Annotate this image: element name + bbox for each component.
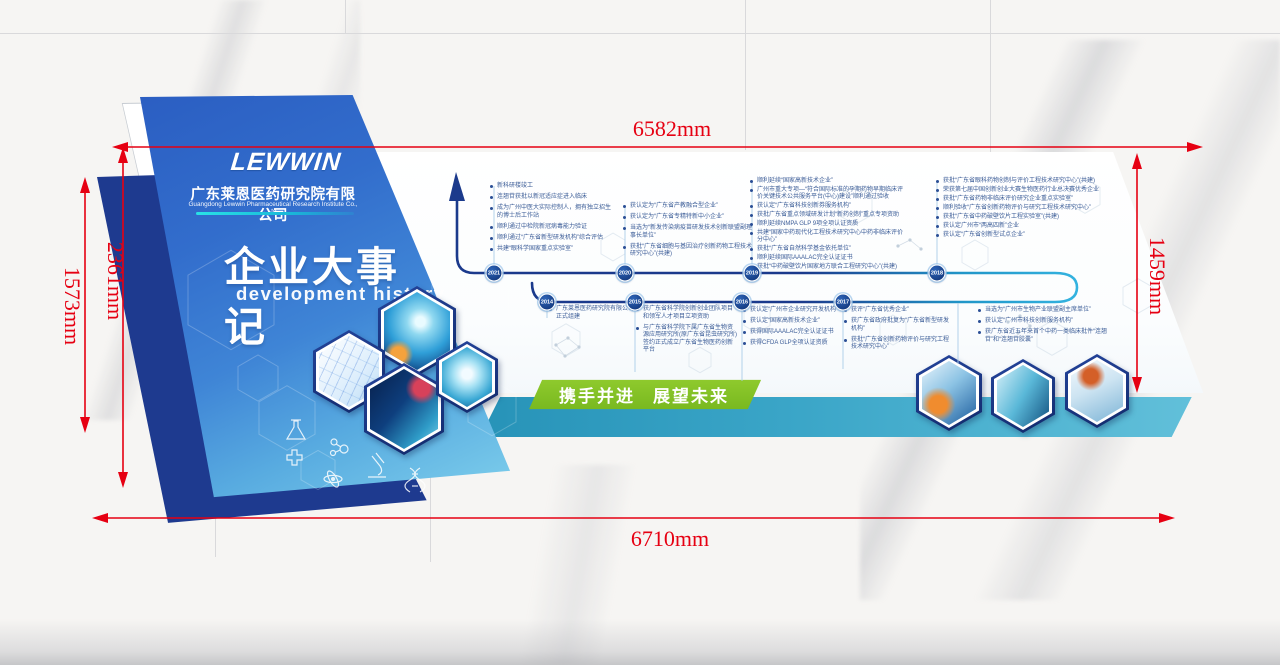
timeline-item: 获认定“广州市企业研究开发机构” [743, 307, 862, 315]
timeline-item: 荣获第七届中国创新创业大赛生物医药行业总决赛优秀企业 [936, 187, 1141, 194]
dimension-left-inner: 2361mm [103, 241, 128, 321]
timeline-arrow-icon [449, 172, 465, 201]
molecule-network-photo [313, 330, 385, 413]
timeline-column-2021: 新科研楼竣工连翘苷获批以新冠适应症进入临床成为广州中医大实际控制人，拥有独立招生… [490, 183, 615, 257]
year-badge-2014: 2014 [538, 293, 556, 311]
year-badge-2021: 2021 [485, 264, 503, 282]
timeline-item: 顺利通过中检院新冠病毒能力验证 [490, 224, 615, 232]
timeline-column-2020: 获认定为“广东省产教融合型企业” 获认定为“广东省专精特新中小企业” 当选为“新发传… [623, 203, 752, 262]
timeline-item: 获广东省政府批复为“广东省新型研发机构” [844, 318, 949, 332]
slogan-text-1: 携手并进 [559, 387, 635, 406]
timeline-item: 顺利延续NMPA GLP 9项全项认证资质 [750, 221, 907, 228]
year-badge-2018: 2018 [928, 264, 946, 282]
timeline-item: 获认定“广东省科技创新券服务机构” [750, 203, 907, 210]
molecule-dots-pattern [554, 336, 581, 358]
timeline-column-2016: 获认定“广州市企业研究开发机构” 获认定“国家高新技术企业” 获得国际AAALAC完… [743, 307, 862, 351]
timeline-item: 获批广东省重点领域研发计划“新药创制”重点专项资助 [750, 212, 907, 219]
timeline-item: 顺利延续国际AAALAC完全认证证书 [750, 255, 907, 262]
plus-icon [286, 449, 303, 466]
timeline-item: 成为广州中医大实际控制人，拥有独立招生的博士后工作站 [490, 205, 615, 220]
timeline-item: 获评“广东省优秀企业” [844, 307, 951, 315]
timeline-column-extra: 当选为“广州市生物产业联盟副主席单位” 获认定“广州市科技创新服务机构” 获广东省近… [978, 307, 1123, 348]
timeline-item: 共建“国家中药现代化工程技术研究中心中药非临床评价分中心” [750, 230, 907, 244]
atom-icon [323, 470, 343, 488]
deco-hexagon-outline [1122, 278, 1154, 314]
lab-equipment-photo [916, 355, 982, 431]
timeline-item: 获批“广东省眼科药物创制与评价工程技术研究中心”(共建) [936, 178, 1141, 185]
scientist-photo [1065, 354, 1129, 428]
dna-icon [404, 467, 426, 493]
dimension-right: 1459mm [1145, 236, 1170, 316]
slogan-banner: 携手并进 展望未来 [529, 379, 762, 410]
timeline-item: 获得国际AAALAC完全认证证书 [743, 329, 862, 337]
company-name-en: Guangdong Lewwin Pharmaceutical Research… [188, 201, 358, 215]
research-instrument-photo [991, 359, 1055, 433]
timeline-item: 获认定广州市“两高四新”企业 [936, 223, 1141, 230]
deco-hexagon-outline [1069, 178, 1101, 214]
timeline-column-2019: 顺利延续“国家高新技术企业” 广州市重大专项—“符合国际标准的孕期药物早期临床评价… [750, 178, 907, 273]
timeline-connectors [493, 181, 959, 381]
year-badge-2015: 2015 [626, 293, 644, 311]
timeline-item: 获批“广东省创新药物评价与研究工程技术研究中心” [844, 336, 949, 350]
year-badge-2016: 2016 [733, 293, 751, 311]
timeline-item: 顺利验收“广东省创新药物评价与研究工程技术研究中心” [936, 205, 1141, 212]
timeline-item: 共建“眼科学国家重点实验室” [490, 246, 615, 254]
smart-device-photo [436, 341, 498, 413]
timeline-item: 广州市重大专项—“符合国际标准的孕期药物早期临床评价关键技术公共服务平台(中心)… [750, 187, 907, 201]
deco-hexagon-outline [237, 354, 279, 402]
timeline-item: 顺利延续“国家高新技术企业” [750, 178, 907, 185]
deco-hexagon-outline [258, 385, 316, 451]
flask-icon [285, 419, 307, 440]
timeline-item: 获批“广东省中药破壁饮片工程实验室”(共建) [936, 214, 1141, 221]
dimension-bottom: 6710mm [630, 526, 710, 551]
timeline-column-2018: 获批“广东省眼科药物创制与评价工程技术研究中心”(共建) 荣获第七届中国创新创业大… [936, 178, 1141, 241]
title-divider [196, 212, 354, 215]
timeline-item: 顺利通过“广东省新型研发机构”综合评估 [490, 235, 615, 243]
microscope-icon [368, 452, 386, 478]
deco-hexagon-outline [961, 239, 989, 271]
deco-hexagon-outline [837, 184, 873, 226]
deco-hexagon-outline [879, 314, 907, 346]
floor-shading [0, 619, 1280, 665]
timeline-column-2017: 获评“广东省优秀企业” 获广东省政府批复为“广东省新型研发机构” 获批“广东省创新药… [844, 307, 951, 355]
science-icons [285, 419, 426, 493]
dimension-top: 6582mm [632, 116, 712, 141]
timeline-item: 获认定“广州市科技创新服务机构” [978, 318, 1123, 326]
timeline-item: 获批“广东省自然科学基金依托单位” [750, 246, 907, 253]
timeline-item: 当选为“新发传染病疫苗研发技术创新联盟副理事长单位” [623, 225, 752, 239]
timeline-item: 当选为“广州市生物产业联盟副主席单位” [978, 307, 1123, 315]
deco-hexagon-outline [688, 346, 712, 374]
molecule-dots-pattern [896, 238, 923, 251]
year-badge-2019: 2019 [743, 264, 761, 282]
page-title: 企业大事记 [224, 244, 400, 350]
dimension-left-outer: 1573mm [60, 266, 85, 346]
timeline-item: 获批“广东省细胞与基因治疗创新药物工程技术研究中心”(共建) [623, 243, 752, 257]
year-badge-2017: 2017 [834, 293, 852, 311]
timeline-item: 获认定为“广东省专精特新中小企业” [623, 214, 752, 222]
deco-hexagon-outline [1036, 320, 1068, 356]
timeline-item: 与广东省科学院下属广东省生物资源应用研究所(原广东省昆虫研究所)签约正式成立广东… [636, 324, 737, 353]
timeline-item: 获认定为“广东省产教融合型企业” [623, 203, 752, 211]
timeline-item: 获认定“国家高新技术企业” [743, 318, 862, 326]
timeline-item: 获批“广东省药物非临床评价研究企业重点实验室” [936, 196, 1141, 203]
page-subtitle: development history [236, 283, 446, 304]
molecule-dots-pattern [1006, 314, 1032, 335]
timeline-item: 获得CFDA GLP全项认证资质 [743, 340, 862, 348]
year-badge-2020: 2020 [616, 264, 634, 282]
slogan-text-2: 展望未来 [653, 387, 729, 406]
deco-hexagon-outline [187, 249, 275, 351]
timeline-item: 获认定“广东省创新型试点企业” [936, 232, 1141, 239]
timeline-item: 新科研楼竣工 [490, 183, 615, 191]
molecule-icon [329, 438, 349, 457]
microscope-photo [364, 363, 444, 455]
timeline-item: 连翘苷获批以新冠适应症进入临床 [490, 194, 615, 202]
timeline-item: 获广东省近五年来首个中药一类临床批件“连翘苷”和“连翘苷胶囊” [978, 329, 1123, 344]
